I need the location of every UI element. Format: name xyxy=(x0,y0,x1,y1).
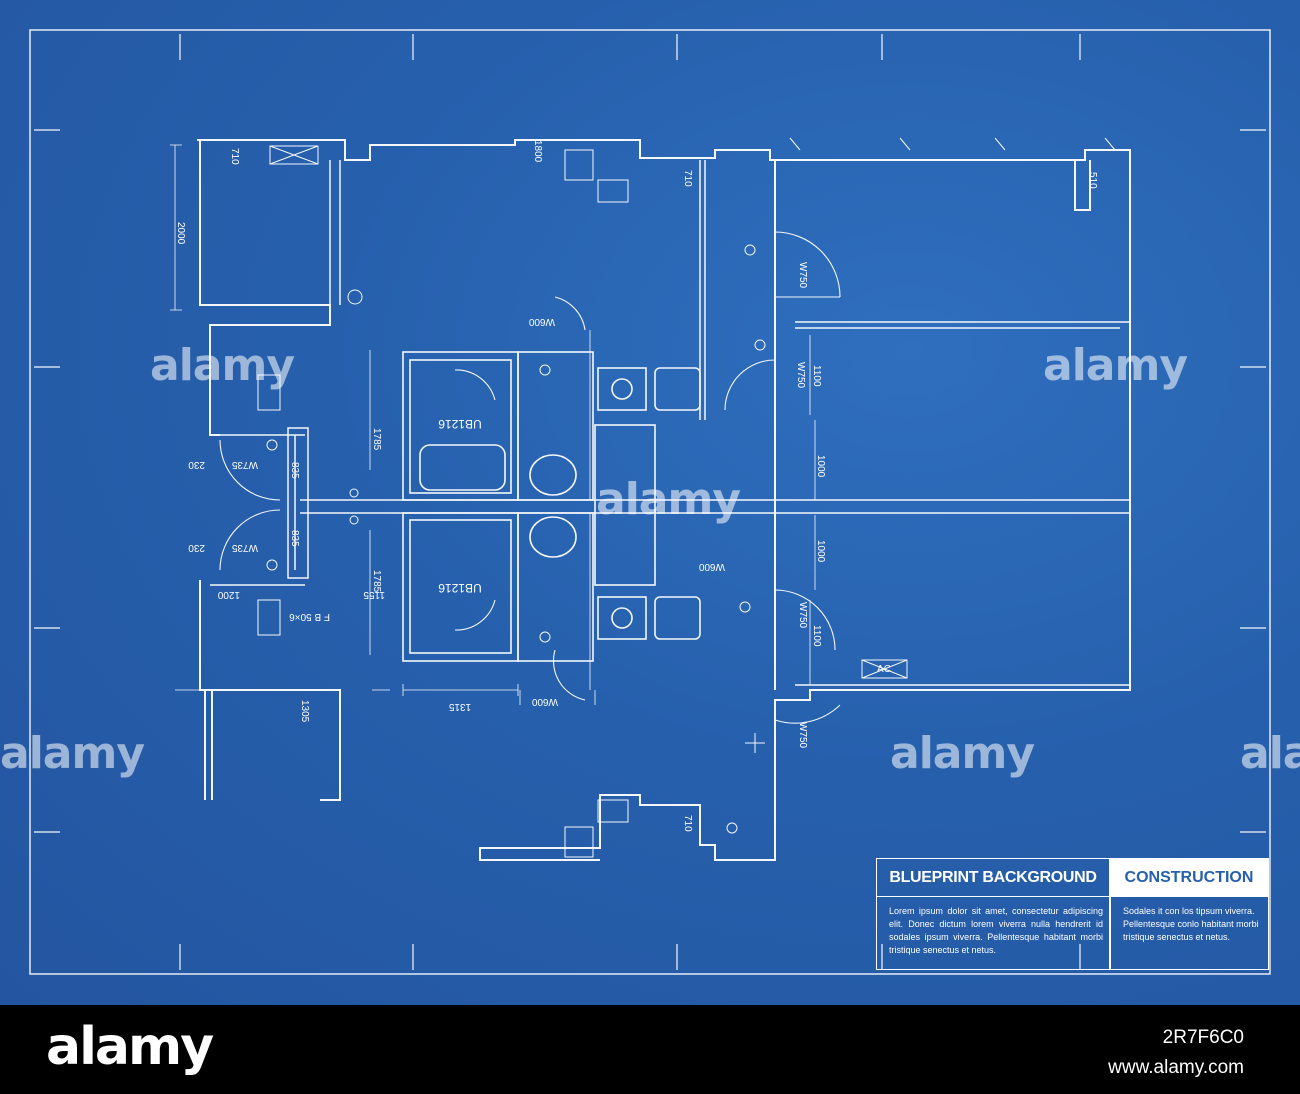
watermark-4: alamy xyxy=(0,728,145,779)
floor-plan-drawing: UB1216 UB1216 1785 1785 1315 1155 1000 1… xyxy=(29,29,1271,975)
dim-1785-lower: 1785 xyxy=(371,570,382,593)
dim-710-c: 710 xyxy=(682,815,693,832)
dim-1200: 1200 xyxy=(217,589,240,600)
door-swings xyxy=(219,231,841,760)
label-w600-a: W600 xyxy=(528,316,555,327)
dim-1305: 1305 xyxy=(299,700,310,723)
title-block-category: CONSTRUCTION xyxy=(1110,859,1268,897)
title-block-notes: Sodales it con los tipsum viverra. Pelle… xyxy=(1123,906,1259,942)
label-w750-c: W750 xyxy=(797,602,808,629)
dim-1000-upper: 1000 xyxy=(815,455,826,478)
label-w600-c: W600 xyxy=(698,561,725,572)
dim-1100-lower: 1100 xyxy=(811,625,822,647)
stock-logo[interactable]: alamy xyxy=(46,1017,214,1077)
dim-710-a: 710 xyxy=(229,148,240,165)
dim-835-upper: 835 xyxy=(289,462,300,479)
dim-1000-lower: 1000 xyxy=(815,540,826,563)
stock-footer-bar: alamy 2R7F6C0 www.alamy.com xyxy=(0,1005,1300,1094)
label-fb: F B 50×6 xyxy=(289,611,330,622)
label-w600-b: W600 xyxy=(531,696,558,707)
dim-1785-upper: 1785 xyxy=(371,428,382,451)
title-block-description: Lorem ipsum dolor sit amet, consectetur … xyxy=(889,906,1103,955)
dim-2000: 2000 xyxy=(175,222,186,245)
central-corridor xyxy=(287,427,1130,579)
room-partitions xyxy=(210,160,1130,686)
label-w750-b: W750 xyxy=(795,362,806,389)
label-ac: AC xyxy=(877,664,891,675)
label-w750-d: W750 xyxy=(797,722,808,749)
frame-ticks xyxy=(34,34,1266,970)
label-ub1216-upper: UB1216 xyxy=(438,417,482,431)
dim-1800: 1800 xyxy=(532,140,543,163)
fixture-symbols xyxy=(257,137,1116,858)
watermark-6: alamy xyxy=(1240,728,1300,779)
dim-1100-upper: 1100 xyxy=(811,365,822,387)
watermark-1: alamy xyxy=(150,340,295,391)
watermark-5: alamy xyxy=(890,728,1035,779)
label-w750-a: W750 xyxy=(797,262,808,289)
blueprint-background: UB1216 UB1216 1785 1785 1315 1155 1000 1… xyxy=(0,0,1300,1005)
image-code: 2R7F6C0 xyxy=(1162,1027,1244,1048)
stock-url-link[interactable]: www.alamy.com xyxy=(1108,1057,1244,1078)
label-w735-b: W735 xyxy=(231,542,258,553)
label-w735-a: W735 xyxy=(231,459,258,470)
dim-835-lower: 835 xyxy=(289,530,300,547)
dim-230-b: 230 xyxy=(188,542,205,553)
watermark-3: alamy xyxy=(596,474,741,525)
dimension-lines xyxy=(170,144,816,705)
dim-1155: 1155 xyxy=(363,589,385,600)
dim-510: 510 xyxy=(1087,172,1098,189)
title-block-heading: BLUEPRINT BACKGROUND xyxy=(877,859,1110,897)
dim-710-b: 710 xyxy=(682,170,693,187)
label-ub1216-lower: UB1216 xyxy=(438,581,482,595)
title-block: BLUEPRINT BACKGROUND CONSTRUCTION Lorem … xyxy=(876,858,1269,970)
dim-230-a: 230 xyxy=(188,459,205,470)
dim-1315: 1315 xyxy=(448,701,471,712)
drawing-frame xyxy=(29,29,1271,975)
watermark-2: alamy xyxy=(1043,340,1188,391)
title-block-divider xyxy=(1109,897,1111,969)
